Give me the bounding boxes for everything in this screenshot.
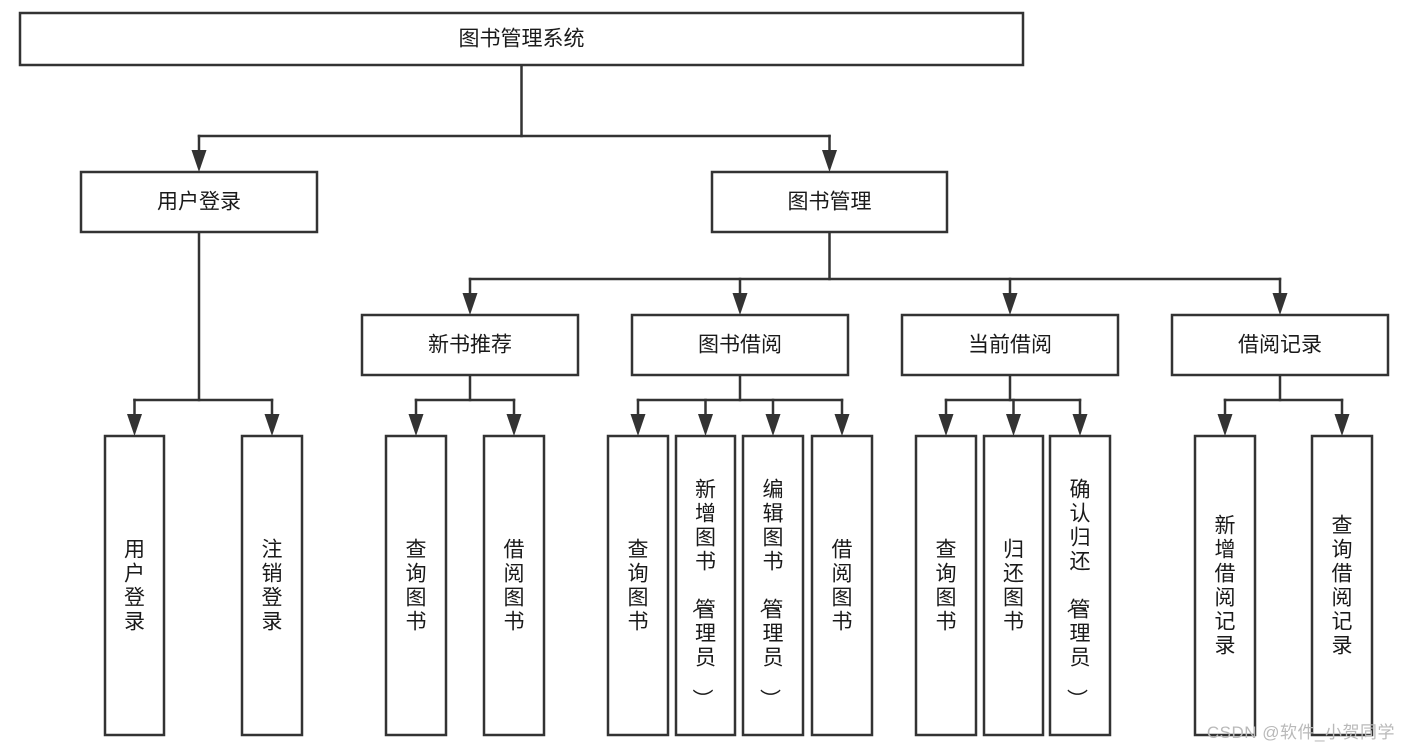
arrow-head-icon	[1334, 414, 1350, 436]
node-leaf-confirm-return[interactable]: 确认归还（管理员）	[1048, 434, 1112, 737]
node-leaf-query-book-3[interactable]: 查询图书	[914, 434, 978, 737]
node-label: 新增图书（管理员）	[690, 479, 716, 710]
node-box	[710, 170, 949, 234]
node-label: 借阅图书	[832, 539, 853, 634]
node-box	[482, 434, 546, 737]
node-leaf-add-book[interactable]: 新增图书（管理员）	[674, 434, 737, 737]
arrow-head-icon	[1217, 414, 1233, 436]
node-new-book-recommend[interactable]: 新书推荐	[360, 313, 580, 377]
node-box	[982, 434, 1045, 737]
node-box	[360, 313, 580, 377]
watermark-label: CSDN @软件_小贺同学	[1206, 723, 1395, 742]
arrow-head-icon	[1072, 414, 1088, 436]
node-box	[900, 313, 1120, 377]
node-box	[1170, 313, 1390, 377]
node-box	[630, 313, 850, 377]
node-box	[240, 434, 304, 737]
edge-group-book-borrow	[630, 373, 850, 436]
node-root[interactable]: 图书管理系统	[18, 11, 1025, 67]
node-leaf-edit-book[interactable]: 编辑图书（管理员）	[741, 434, 805, 737]
arrow-head-icon	[938, 414, 954, 436]
node-box	[79, 170, 319, 234]
arrow-head-icon	[462, 293, 478, 315]
node-leaf-borrow-book-2[interactable]: 借阅图书	[810, 434, 874, 737]
edge-group-borrow-record	[1217, 373, 1350, 436]
node-box	[810, 434, 874, 737]
node-label: 图书借阅	[698, 334, 782, 357]
edge-group-new-book-recommend	[408, 373, 522, 436]
arrow-head-icon	[822, 150, 837, 172]
arrow-head-icon	[630, 414, 646, 436]
node-label: 借阅图书	[504, 539, 525, 634]
node-label: 借阅记录	[1238, 334, 1322, 357]
node-box	[1193, 434, 1257, 737]
edge-group-user-login	[127, 230, 280, 436]
node-label: 用户登录	[124, 539, 145, 634]
node-label: 图书管理	[788, 191, 872, 214]
arrow-head-icon	[1002, 293, 1018, 315]
node-label: 新增借阅记录	[1215, 515, 1236, 658]
edges-layer	[127, 63, 1350, 436]
arrow-head-icon	[506, 414, 522, 436]
arrow-head-icon	[1272, 293, 1288, 315]
node-box	[1048, 434, 1112, 737]
nodes-layer: 图书管理系统用户登录图书管理新书推荐图书借阅当前借阅借阅记录用户登录注销登录查询…	[18, 11, 1390, 737]
node-label: 当前借阅	[968, 334, 1052, 357]
arrow-head-icon	[698, 414, 713, 436]
node-leaf-borrow-book-1[interactable]: 借阅图书	[482, 434, 546, 737]
node-leaf-return-book[interactable]: 归还图书	[982, 434, 1045, 737]
arrow-head-icon	[264, 414, 280, 436]
edge-group-current-borrow	[938, 373, 1088, 436]
node-label: 编辑图书（管理员）	[758, 479, 784, 710]
node-label: 查询图书	[406, 539, 427, 634]
node-box	[384, 434, 448, 737]
node-label: 归还图书	[1003, 539, 1024, 634]
edge-group-book-manage	[462, 230, 1288, 315]
node-label: 注销登录	[262, 539, 283, 634]
arrow-head-icon	[765, 414, 781, 436]
node-box	[741, 434, 805, 737]
arrow-head-icon	[732, 293, 748, 315]
node-user-login[interactable]: 用户登录	[79, 170, 319, 234]
node-leaf-user-login[interactable]: 用户登录	[103, 434, 166, 737]
node-label: 图书管理系统	[459, 28, 585, 51]
node-box	[674, 434, 737, 737]
arrow-head-icon	[1006, 414, 1021, 436]
node-box	[1310, 434, 1374, 737]
edge-group-root	[191, 63, 837, 172]
node-label: 查询借阅记录	[1332, 515, 1353, 658]
node-leaf-query-record[interactable]: 查询借阅记录	[1310, 434, 1374, 737]
node-book-borrow[interactable]: 图书借阅	[630, 313, 850, 377]
node-label: 新书推荐	[428, 334, 512, 357]
node-label: 查询图书	[936, 539, 957, 634]
node-leaf-query-book-1[interactable]: 查询图书	[384, 434, 448, 737]
node-box	[606, 434, 670, 737]
node-label: 确认归还（管理员）	[1065, 479, 1091, 710]
node-leaf-add-record[interactable]: 新增借阅记录	[1193, 434, 1257, 737]
node-current-borrow[interactable]: 当前借阅	[900, 313, 1120, 377]
node-borrow-record[interactable]: 借阅记录	[1170, 313, 1390, 377]
node-box	[103, 434, 166, 737]
arrow-head-icon	[127, 414, 142, 436]
node-label: 用户登录	[157, 191, 241, 214]
node-label: 查询图书	[628, 539, 649, 634]
node-box	[914, 434, 978, 737]
node-leaf-logout[interactable]: 注销登录	[240, 434, 304, 737]
node-leaf-query-book-2[interactable]: 查询图书	[606, 434, 670, 737]
arrow-head-icon	[834, 414, 850, 436]
arrow-head-icon	[191, 150, 207, 172]
node-book-manage[interactable]: 图书管理	[710, 170, 949, 234]
node-box	[18, 11, 1025, 67]
arrow-head-icon	[408, 414, 424, 436]
